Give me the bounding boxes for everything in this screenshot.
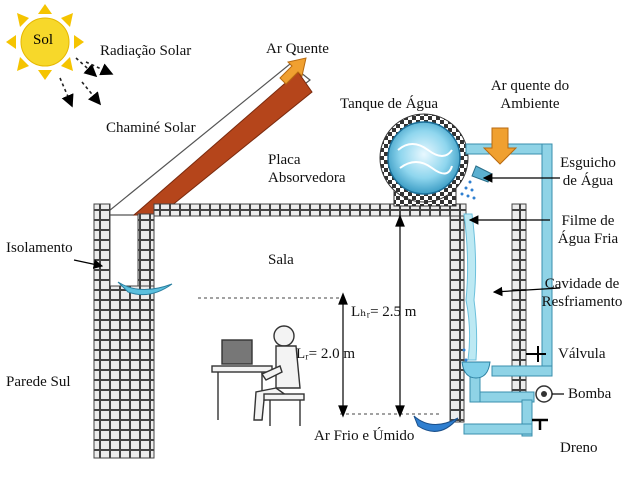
- valve-label: Válvula: [558, 346, 606, 362]
- pump-label: Bomba: [568, 386, 612, 402]
- room-label: Sala: [268, 252, 294, 268]
- absorber-label-2: Absorvedora: [268, 170, 346, 186]
- drain-label: Dreno: [560, 440, 598, 456]
- spray-nozzle-icon: [471, 165, 493, 183]
- ambient-air-label-2: Ambiente: [500, 96, 560, 112]
- solar-chimney: [102, 63, 311, 216]
- spray-label-2: de Água: [562, 173, 614, 189]
- pump-icon: [535, 385, 553, 403]
- south-wall-label: Parede Sul: [6, 374, 71, 390]
- absorber-plate: [132, 71, 313, 216]
- person-at-desk: [211, 325, 305, 426]
- hot-air-arrow-icon: [279, 57, 307, 85]
- chimney-inlet-vent: [117, 281, 173, 296]
- water-tank-label: Tanque de Água: [340, 96, 439, 112]
- cavity-label-1: Cavidade de: [544, 276, 620, 292]
- drain-valve-icon: [532, 418, 548, 430]
- dimension-lcr: [395, 214, 405, 418]
- collection-basin: [461, 361, 491, 379]
- lcr-dimension-label: Lₕᵣ= 2.5 m: [351, 304, 417, 320]
- hot-air-label: Ar Quente: [266, 41, 329, 57]
- spray-label-1: Esguicho: [560, 155, 616, 171]
- sun-icon: [6, 4, 84, 80]
- water-tank-icon: [379, 113, 469, 207]
- cold-humid-air-label: Ar Frio e Úmido: [314, 428, 415, 444]
- ambient-air-arrow-icon: [482, 127, 518, 165]
- dimension-lr: [338, 292, 348, 418]
- building-walls: [93, 203, 527, 459]
- solar-chimney-label: Chaminé Solar: [106, 120, 196, 136]
- solar-radiation-label: Radiação Solar: [100, 43, 192, 59]
- cold-air-vent: [413, 415, 459, 432]
- sun-label: Sol: [33, 32, 54, 48]
- lr-dimension-label: Lᵣ= 2.0 m: [296, 346, 355, 362]
- film-label-2: Água Fria: [557, 231, 619, 247]
- radiation-arrows: [59, 57, 114, 108]
- cold-water-film: [463, 213, 478, 361]
- absorber-label-1: Placa: [268, 152, 301, 168]
- cavity-label-2: Resfriamento: [541, 294, 623, 310]
- film-label-1: Filme de: [561, 213, 615, 229]
- ambient-air-label-1: Ar quente do: [490, 78, 570, 94]
- valve-icon: [526, 346, 546, 362]
- insulation-label: Isolamento: [6, 240, 73, 256]
